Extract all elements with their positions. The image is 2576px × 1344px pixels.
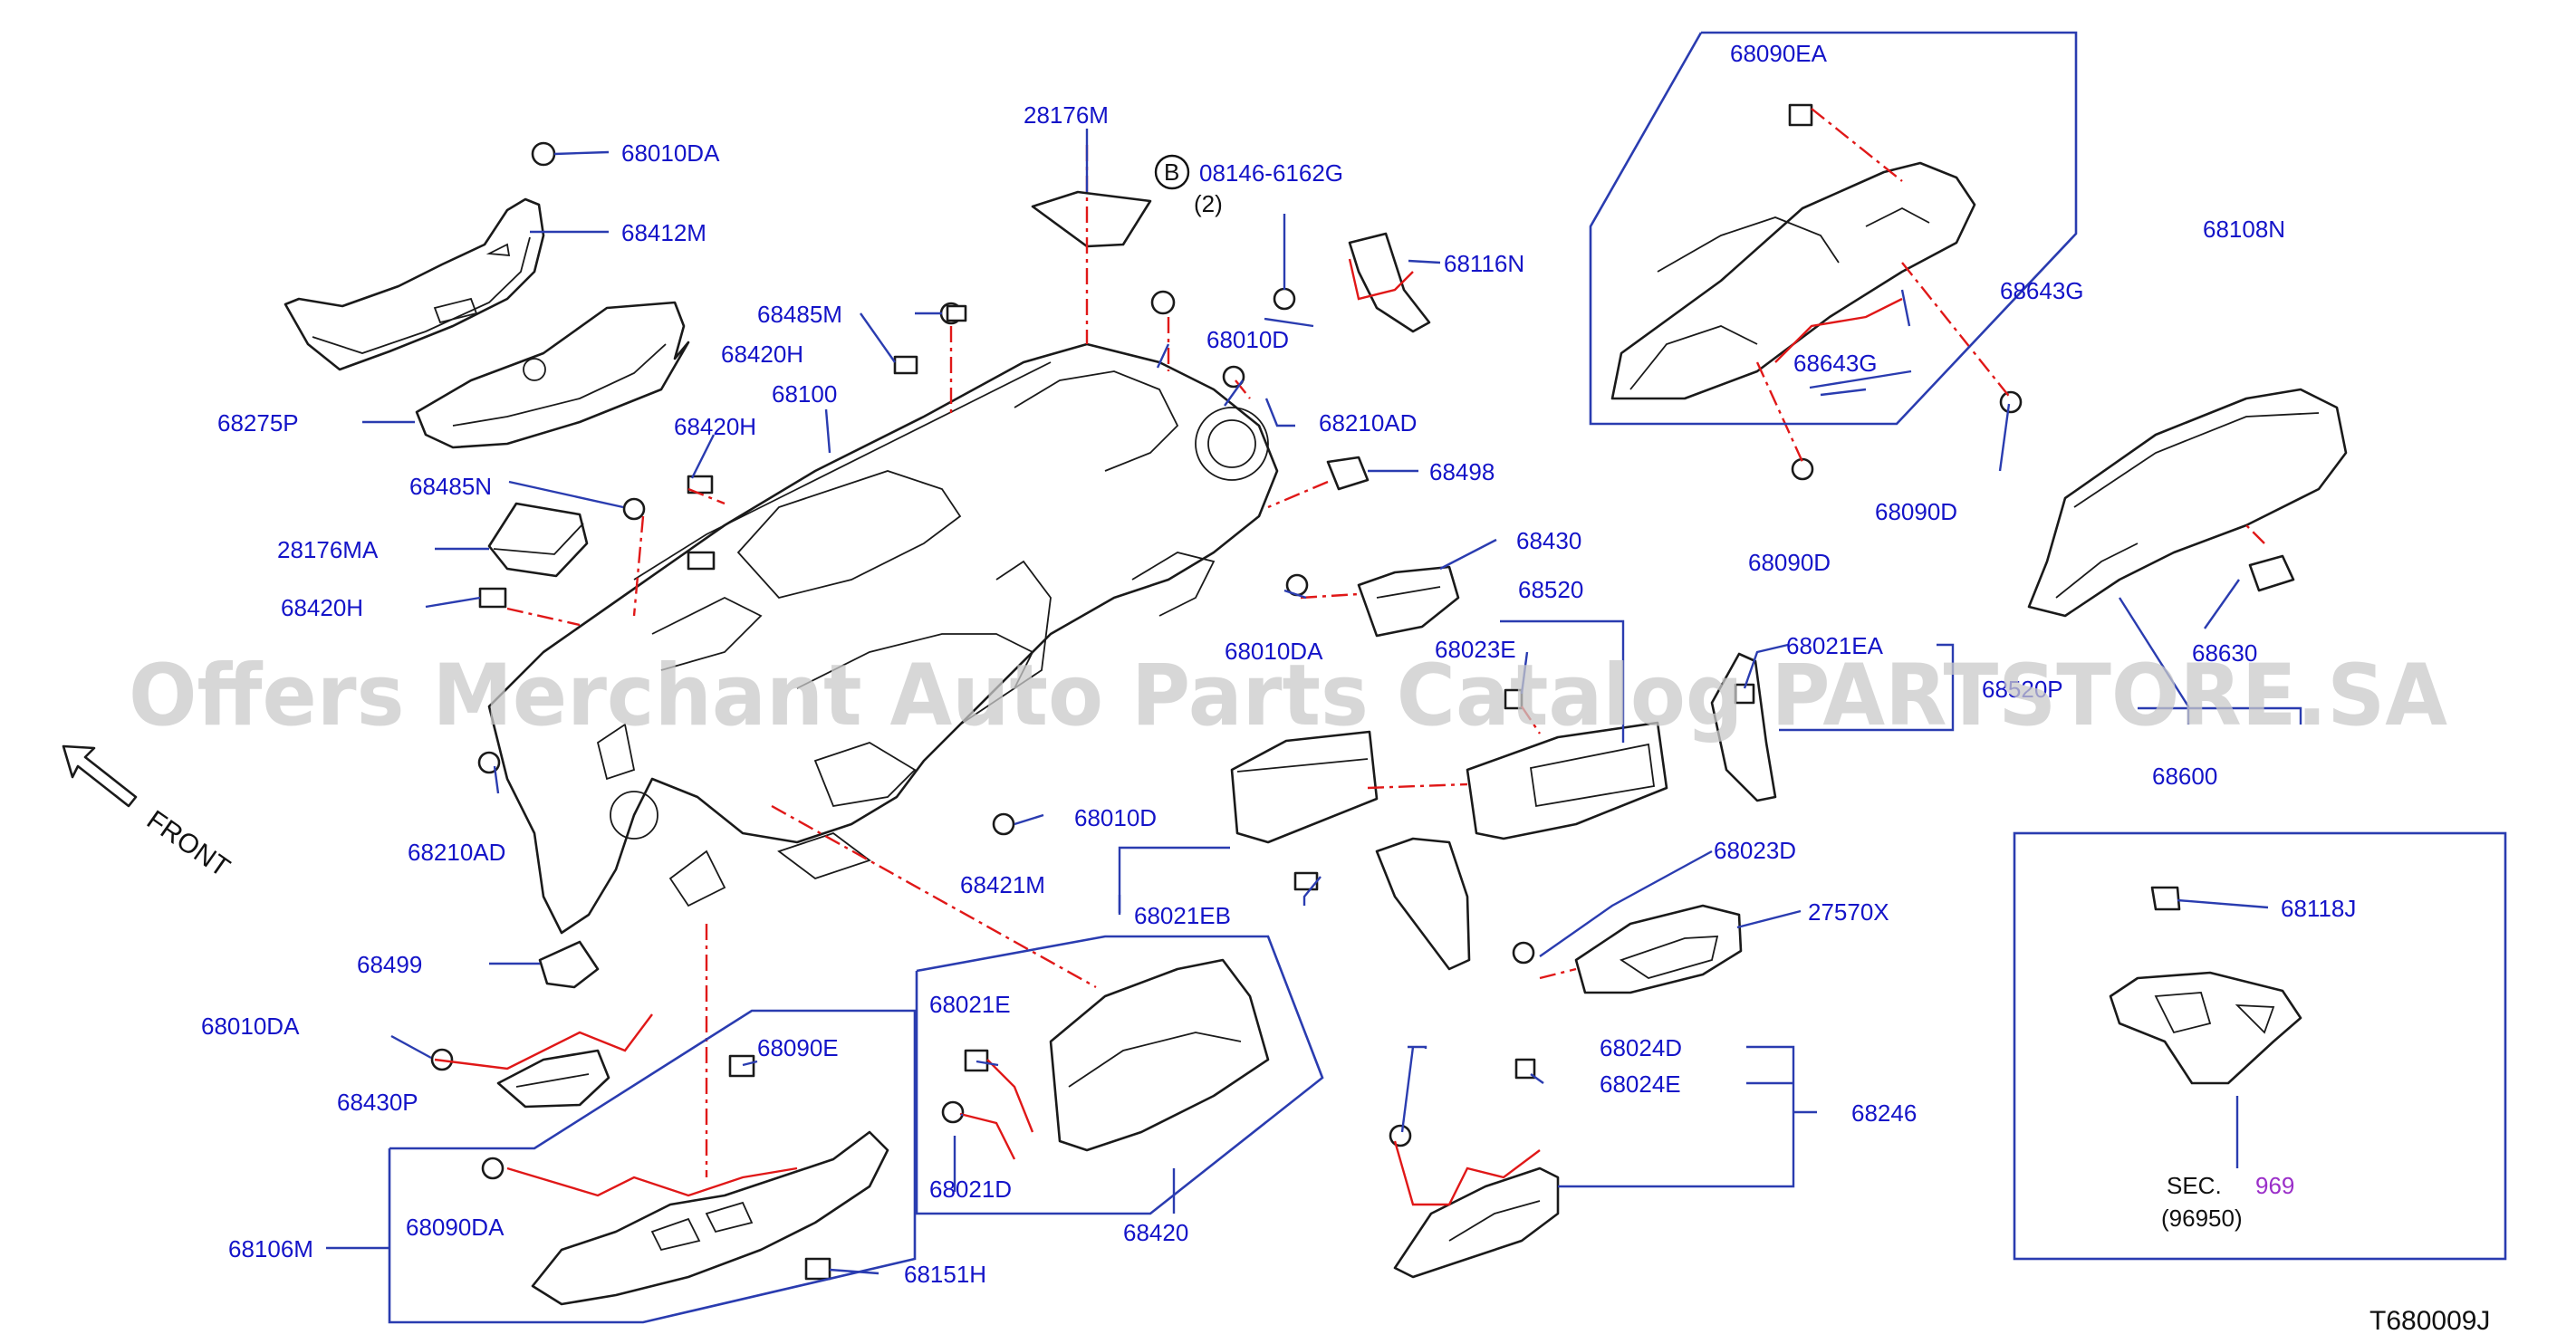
part-label-68485m[interactable]: 68485M bbox=[757, 301, 842, 328]
lower-panel-68106m[interactable] bbox=[531, 1130, 889, 1306]
part-labels: 68010DA 68412M 28176M 68116N 68090EA 681… bbox=[201, 40, 2356, 1288]
part-label-68010d-a[interactable]: 68010D bbox=[1206, 326, 1289, 353]
part-label-68498[interactable]: 68498 bbox=[1429, 458, 1495, 485]
sensor-28176m[interactable] bbox=[1031, 190, 1152, 248]
part-label-68090d-a[interactable]: 68090D bbox=[1875, 498, 1957, 525]
part-label-08146-6162g[interactable]: 08146-6162G bbox=[1199, 159, 1343, 187]
clip-68118j[interactable] bbox=[2150, 886, 2181, 911]
part-label-68010d-b[interactable]: 68010D bbox=[1074, 804, 1157, 831]
instrument-panel-68100[interactable] bbox=[487, 342, 1279, 935]
clip-68498[interactable] bbox=[1326, 456, 1370, 491]
part-label-68100[interactable]: 68100 bbox=[772, 380, 837, 408]
knee-garnish-68421m[interactable] bbox=[1375, 837, 1471, 971]
vent-garnish-68412m[interactable] bbox=[284, 197, 545, 371]
part-label-68090d-b[interactable]: 68090D bbox=[1748, 549, 1831, 576]
watermark: Offers Merchant Auto Parts Catalog PARTS… bbox=[129, 647, 2447, 745]
part-label-68151h[interactable]: 68151H bbox=[904, 1261, 986, 1288]
latch-68630[interactable] bbox=[2248, 554, 2295, 592]
part-label-68246[interactable]: 68246 bbox=[1851, 1099, 1917, 1127]
part-label-68420h-c[interactable]: 68420H bbox=[281, 594, 363, 621]
switch-68430[interactable] bbox=[1357, 565, 1460, 638]
assembly-lines bbox=[434, 108, 2265, 1206]
part-label-68520[interactable]: 68520 bbox=[1518, 576, 1583, 603]
front-label: FRONT bbox=[141, 805, 235, 883]
switch-68430p[interactable] bbox=[496, 1049, 610, 1109]
part-label-68643g-b[interactable]: 68643G bbox=[1793, 350, 1878, 377]
part-label-68090e[interactable]: 68090E bbox=[757, 1034, 839, 1061]
sec-prefix: SEC. bbox=[2167, 1172, 2222, 1199]
part-label-68118j[interactable]: 68118J bbox=[2281, 895, 2356, 922]
part-label-68010da[interactable]: 68010DA bbox=[621, 139, 720, 167]
part-label-28176ma[interactable]: 28176MA bbox=[277, 536, 379, 563]
part-label-68023e[interactable]: 68023E bbox=[1435, 636, 1516, 663]
part-label-68520p[interactable]: 68520P bbox=[1982, 676, 2063, 703]
cluster-lid-68420[interactable] bbox=[1049, 958, 1270, 1152]
part-label-68090da[interactable]: 68090DA bbox=[406, 1214, 505, 1241]
assembly-boxes bbox=[388, 31, 2507, 1324]
control-panel-27570x[interactable] bbox=[1574, 904, 1743, 994]
part-label-68643g-a[interactable]: 68643G bbox=[2000, 277, 2084, 304]
part-label-68108n[interactable]: 68108N bbox=[2203, 216, 2285, 243]
part-label-68021d[interactable]: 68021D bbox=[929, 1176, 1012, 1203]
fasteners bbox=[430, 103, 2023, 1281]
part-label-68420h-a[interactable]: 68420H bbox=[721, 341, 803, 368]
part-label-28176m[interactable]: 28176M bbox=[1024, 101, 1109, 129]
part-label-68600[interactable]: 68600 bbox=[2152, 763, 2217, 790]
side-panel-68520p[interactable] bbox=[1710, 652, 1777, 802]
glove-box-lid-68600[interactable] bbox=[2027, 388, 2348, 618]
part-label-68210ad-b[interactable]: 68210AD bbox=[408, 839, 505, 866]
part-label-68021ea[interactable]: 68021EA bbox=[1786, 632, 1884, 659]
sec-number-link[interactable]: 969 bbox=[2255, 1172, 2294, 1199]
diagram-ref: T680009J bbox=[2369, 1306, 2490, 1336]
part-label-68275p[interactable]: 68275P bbox=[217, 409, 299, 437]
lower-panel-68246[interactable] bbox=[1393, 1166, 1560, 1279]
part-label-68420[interactable]: 68420 bbox=[1123, 1219, 1188, 1246]
part-label-68630[interactable]: 68630 bbox=[2192, 639, 2257, 667]
leader-lines bbox=[326, 129, 2302, 1275]
part-label-68090ea[interactable]: 68090EA bbox=[1730, 40, 1828, 67]
part-label-68116n[interactable]: 68116N bbox=[1444, 250, 1524, 277]
part-label-68021e[interactable]: 68021E bbox=[929, 991, 1011, 1018]
part-label-27570x[interactable]: 27570X bbox=[1808, 898, 1889, 926]
center-box-68520[interactable] bbox=[1230, 730, 1379, 844]
part-label-68023d[interactable]: 68023D bbox=[1714, 837, 1796, 864]
part-label-68499[interactable]: 68499 bbox=[357, 951, 422, 978]
display-68520[interactable] bbox=[1466, 721, 1668, 840]
part-label-68106m[interactable]: 68106M bbox=[228, 1235, 313, 1262]
console-part-96950[interactable] bbox=[2109, 971, 2302, 1085]
bolt-marker-circle bbox=[1154, 154, 1190, 190]
sec-sub: (96950) bbox=[2161, 1205, 2243, 1232]
part-label-68420h-b[interactable]: 68420H bbox=[674, 413, 756, 440]
part-label-68021eb[interactable]: 68021EB bbox=[1134, 902, 1231, 929]
bracket-68116n[interactable] bbox=[1348, 232, 1431, 333]
bolt-qty: (2) bbox=[1194, 190, 1223, 217]
part-label-68010da-b[interactable]: 68010DA bbox=[1225, 638, 1323, 665]
part-label-68485n[interactable]: 68485N bbox=[409, 473, 492, 500]
module-28176ma[interactable] bbox=[487, 502, 589, 578]
part-label-68024d[interactable]: 68024D bbox=[1600, 1034, 1682, 1061]
part-label-68412m[interactable]: 68412M bbox=[621, 219, 706, 246]
part-label-68430[interactable]: 68430 bbox=[1516, 527, 1581, 554]
bolt-marker-letter: B bbox=[1164, 158, 1179, 186]
part-label-68010da-c[interactable]: 68010DA bbox=[201, 1013, 300, 1040]
part-label-68430p[interactable]: 68430P bbox=[337, 1089, 418, 1116]
glove-box-68108n[interactable] bbox=[1610, 161, 1976, 400]
part-label-68024e[interactable]: 68024E bbox=[1600, 1070, 1681, 1098]
front-arrow bbox=[62, 744, 138, 808]
part-label-68210ad-a[interactable]: 68210AD bbox=[1319, 409, 1417, 437]
part-label-68421m[interactable]: 68421M bbox=[960, 871, 1045, 898]
cap-68499[interactable] bbox=[538, 940, 600, 989]
upper-cover-68275p[interactable] bbox=[415, 301, 690, 449]
